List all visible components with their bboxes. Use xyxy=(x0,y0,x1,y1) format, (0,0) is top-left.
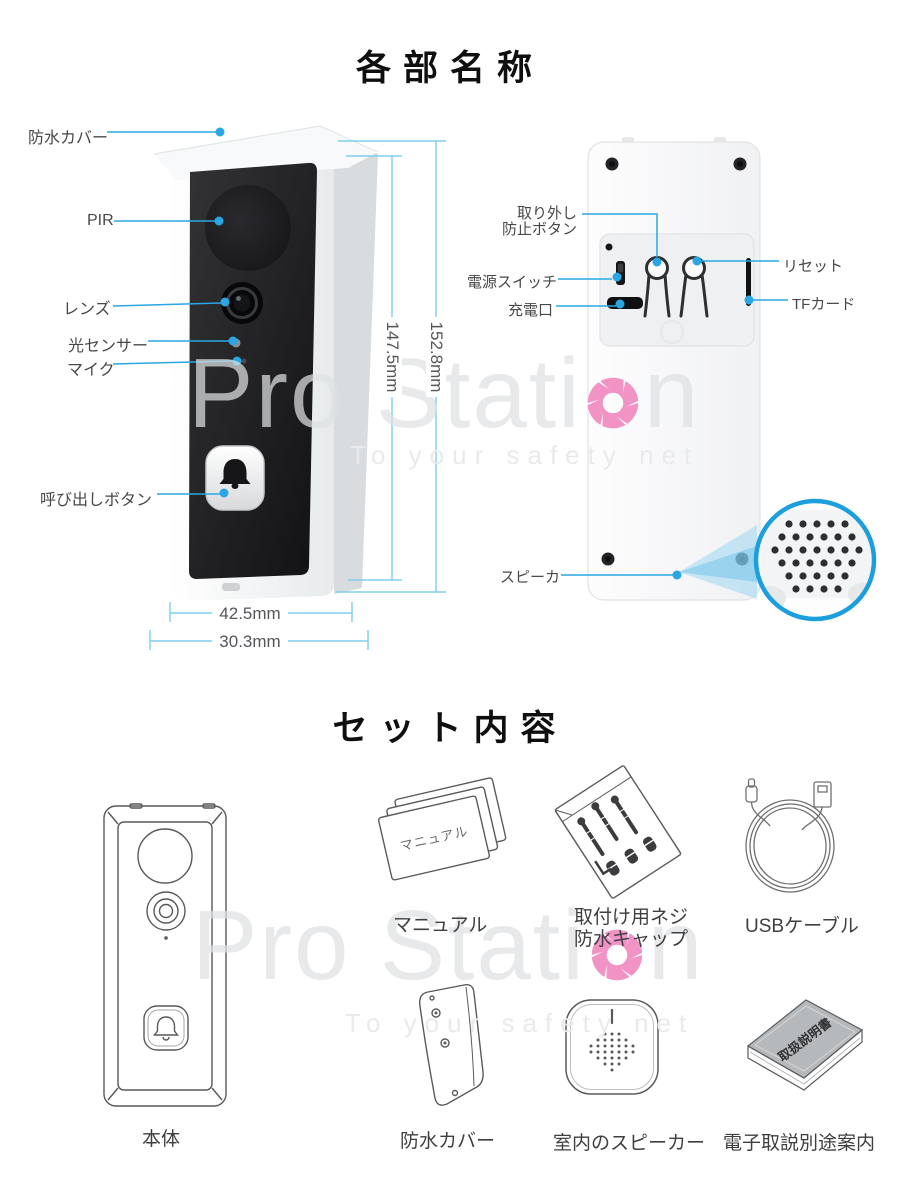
caption-indoor-speaker: 室内のスピーカー xyxy=(553,1133,706,1154)
label-reset: リセット xyxy=(783,258,844,275)
call-button xyxy=(205,445,265,511)
label-speaker: スピーカ xyxy=(500,569,561,586)
caption-manual: マニュアル xyxy=(393,915,488,936)
caption-usb-cable: USBケーブル xyxy=(745,916,859,937)
label-pir: PIR xyxy=(87,212,114,229)
speaker-holes xyxy=(771,520,863,593)
pir-sensor xyxy=(205,185,291,271)
recessed-panel xyxy=(599,233,755,347)
set-section-title: セット内容 xyxy=(332,709,568,748)
speaker-grille-dots xyxy=(589,1032,635,1072)
sketch-waterproof-cover xyxy=(418,983,484,1106)
label-lens: レンズ xyxy=(63,301,111,318)
sketch-usb-cable xyxy=(745,778,835,893)
sketch-manual: マニュアル xyxy=(377,777,507,881)
watermark-tagline-2: To your safety net xyxy=(345,1008,695,1038)
caption-screws: 取付け用ネジ 防水キャップ xyxy=(574,907,689,951)
label-power-switch: 電源スイッチ xyxy=(467,274,558,291)
parts-section-title: 各部名称 xyxy=(355,49,544,88)
label-removal-prevention: 取り外し 防止ボタン xyxy=(501,205,577,239)
mic-hole xyxy=(241,358,247,364)
caption-waterproof-cover: 防水カバー xyxy=(400,1131,496,1152)
tf-card-slot xyxy=(746,258,751,306)
label-tf-card: TFカード xyxy=(792,296,856,313)
watermark-tagline: To your safety net xyxy=(350,440,700,470)
front-device-photo xyxy=(153,125,379,601)
callout-lines xyxy=(107,131,788,576)
sketch-indoor-speaker xyxy=(565,999,659,1095)
caption-e-manual: 電子取説別途案内 xyxy=(723,1133,876,1154)
camera-lens xyxy=(221,282,263,324)
dim-width-outer: 30.3mm xyxy=(212,632,288,652)
watermark-brand-suffix: n xyxy=(643,338,701,448)
sketch-main-unit xyxy=(103,803,227,1107)
usb-a-connector xyxy=(801,781,832,831)
back-device-photo xyxy=(587,137,761,601)
label-call-button: 呼び出しボタン xyxy=(40,492,153,509)
sketch-screw-bag xyxy=(554,765,682,899)
bell-icon xyxy=(219,459,251,484)
caption-main-unit: 本体 xyxy=(142,1129,181,1150)
callout-dots xyxy=(214,127,754,580)
label-mic: マイク xyxy=(67,362,115,379)
charging-port xyxy=(607,297,643,309)
dim-width-inner: 42.5mm xyxy=(212,604,288,624)
micro-usb-connector xyxy=(745,778,771,827)
aperture-logo-icon xyxy=(587,377,639,429)
sketch-e-manual-book: 取扱説明書 xyxy=(746,999,864,1091)
label-light-sensor: 光センサー xyxy=(68,338,149,355)
dim-height-outer: 152.8mm xyxy=(426,317,446,397)
aperture-logo-icon xyxy=(591,929,643,981)
label-charge-port: 充電口 xyxy=(508,302,554,319)
dim-height-inner: 147.5mm xyxy=(382,317,402,397)
label-waterproof-cover: 防水カバー xyxy=(28,130,109,147)
